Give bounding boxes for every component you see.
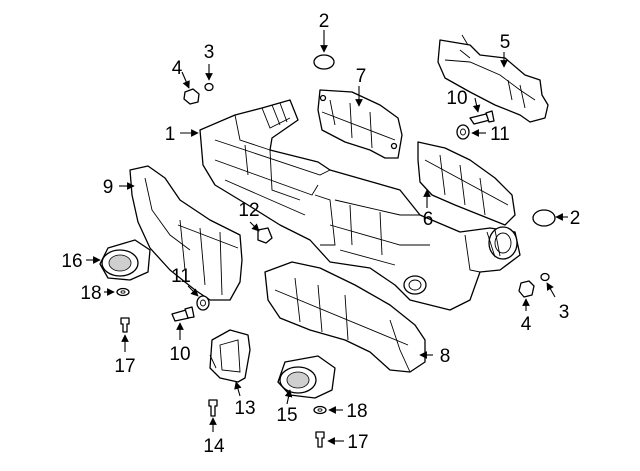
nut-upper xyxy=(183,88,200,105)
callout-18-left: 18 xyxy=(80,283,101,304)
callout-1: 1 xyxy=(165,124,176,145)
callout-12: 12 xyxy=(238,200,259,221)
gasket-right xyxy=(532,209,556,227)
grommet-lower xyxy=(196,295,210,311)
callout-17-left: 17 xyxy=(114,356,135,377)
callout-6: 6 xyxy=(423,209,434,230)
washer-18-right xyxy=(313,405,327,415)
heat-shield-front xyxy=(129,165,243,301)
bolt-14 xyxy=(208,399,218,417)
leader-11-lower xyxy=(187,285,199,297)
exhaust-tip-left xyxy=(99,239,151,281)
callout-7: 7 xyxy=(356,66,367,87)
leader-10-upper xyxy=(472,97,481,113)
leader-4-upper xyxy=(181,71,190,89)
exhaust-tip-right xyxy=(277,355,336,399)
callout-2-upper: 2 xyxy=(319,11,330,32)
heat-shield-upper xyxy=(317,89,403,159)
callout-labels: 1 2 2 3 3 4 4 5 6 7 8 9 10 10 11 11 12 1… xyxy=(61,11,580,457)
callout-3-lower: 3 xyxy=(559,302,570,323)
leader-lines xyxy=(86,30,568,445)
bolt-lower xyxy=(171,306,195,322)
washer-lower-right xyxy=(540,272,550,282)
leader-3-lower xyxy=(546,282,556,298)
gasket-upper xyxy=(313,54,335,70)
callout-11-lower: 11 xyxy=(171,266,191,287)
callout-4-upper: 4 xyxy=(172,58,183,79)
callout-14: 14 xyxy=(203,436,225,457)
bolt-upper xyxy=(469,110,495,125)
heat-shield-lower xyxy=(264,261,426,373)
clip xyxy=(257,227,273,244)
heat-shield-upper-bracket xyxy=(437,34,549,123)
callout-3-upper: 3 xyxy=(204,42,215,63)
bolt-17-left xyxy=(120,317,130,333)
callout-10-upper: 10 xyxy=(446,88,467,109)
callout-11-upper: 11 xyxy=(490,124,510,145)
grommet-upper xyxy=(456,124,470,140)
nut-lower-right xyxy=(518,280,535,298)
callout-9: 9 xyxy=(103,177,114,198)
callout-4-lower: 4 xyxy=(521,314,532,335)
muffler-assembly xyxy=(199,99,521,311)
washer-18-left xyxy=(116,287,130,297)
callout-8: 8 xyxy=(440,346,451,367)
callout-16: 16 xyxy=(61,251,82,272)
callout-2-right: 2 xyxy=(570,208,581,229)
tailpipe-bracket xyxy=(209,329,251,383)
leader-15 xyxy=(284,389,293,405)
callout-18-right: 18 xyxy=(346,401,367,422)
bolt-17-right xyxy=(315,431,325,448)
callout-15: 15 xyxy=(276,405,297,426)
callout-5: 5 xyxy=(500,32,511,53)
heat-shield-right xyxy=(417,141,516,226)
callout-13: 13 xyxy=(234,398,255,419)
washer-upper xyxy=(204,82,214,92)
leader-12 xyxy=(249,221,260,232)
callout-17-right: 17 xyxy=(347,432,368,453)
callout-10-lower: 10 xyxy=(169,344,190,365)
leader-13 xyxy=(234,381,242,397)
